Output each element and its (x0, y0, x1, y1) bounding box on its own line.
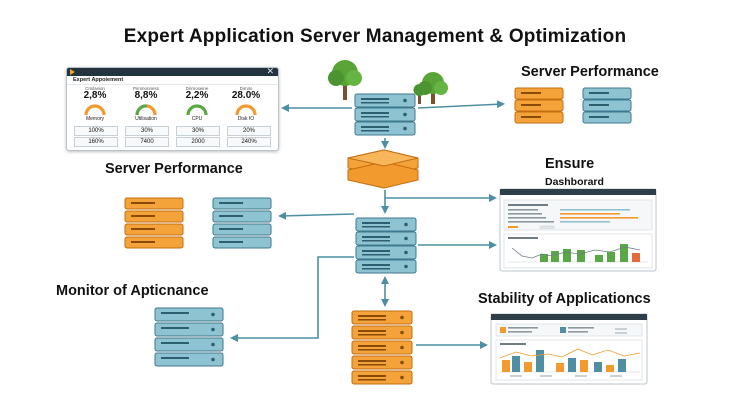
metric-label: Memory (85, 116, 105, 122)
window-title: Expert Appoiement (67, 76, 278, 85)
server-icon-top-center (354, 93, 416, 136)
label-stability: Stability of Applicationcs (478, 291, 651, 307)
metric-utilisation: Pimmonness 8,8% Utilisation (122, 86, 170, 122)
server-icon-top-right-blue (582, 87, 632, 124)
label-monitor: Monitor of Apticnance (56, 283, 209, 299)
table-cell: 20% (227, 126, 271, 136)
metric-label: Utilisation (135, 116, 157, 122)
connector-arrows (230, 100, 505, 349)
expert-dashboard-window: ✕ Expert Appoiement Cmilasion 2,8% Memor… (66, 67, 279, 151)
tree-icon-small (413, 84, 426, 104)
server-icon-mid-left-orange (124, 197, 184, 249)
label-server-performance-left: Server Performance (105, 161, 243, 177)
layers-icon-orange (347, 149, 419, 189)
metric-value: 8,8% (134, 90, 158, 101)
metric-cpu: Drimoseine 2,2% CPU (173, 86, 221, 122)
dashboard-panel (499, 188, 657, 272)
metric-value: 2,2% (185, 90, 209, 101)
table-cell: 160% (74, 137, 118, 147)
page-title: Expert Application Server Management & O… (123, 26, 627, 47)
tree-icon-left (328, 60, 362, 100)
metric-memory: Cmilasion 2,8% Memory (71, 86, 119, 122)
table-cell: 240% (227, 137, 271, 147)
metric-header: Dimito (239, 86, 253, 91)
table-cell: 7400 (125, 137, 169, 147)
table-cell: 30% (125, 126, 169, 136)
server-icon-bottom-left (154, 307, 224, 367)
app-logo-icon (70, 69, 75, 75)
table-cell: 2000 (176, 137, 220, 147)
metric-label: Disk IO (237, 116, 255, 122)
stability-panel (490, 313, 648, 385)
metric-header: Cmilasion (85, 86, 105, 91)
label-server-performance-top: Server Performance (521, 64, 659, 80)
table-cell: 30% (176, 126, 220, 136)
metric-header: Drimoseine (185, 86, 209, 91)
server-icon-top-right-orange (514, 87, 564, 124)
metric-value: 28.0% (231, 90, 261, 101)
server-icon-bottom-center (351, 310, 413, 385)
table-cell: 100% (74, 126, 118, 136)
label-dashboard: Dashborard (545, 176, 604, 188)
metric-value: 2,8% (83, 90, 107, 101)
server-icon-center (355, 217, 417, 274)
metric-label: CPU (191, 116, 203, 122)
window-titlebar: ✕ (67, 68, 278, 76)
server-icon-mid-left-blue (212, 197, 272, 249)
close-icon[interactable]: ✕ (266, 67, 274, 76)
label-ensure: Ensure (545, 156, 595, 172)
metric-disk-io: Dimito 28.0% Disk IO (222, 86, 270, 122)
gauge-icons (84, 104, 257, 116)
metric-header: Pimmonness (132, 86, 159, 91)
